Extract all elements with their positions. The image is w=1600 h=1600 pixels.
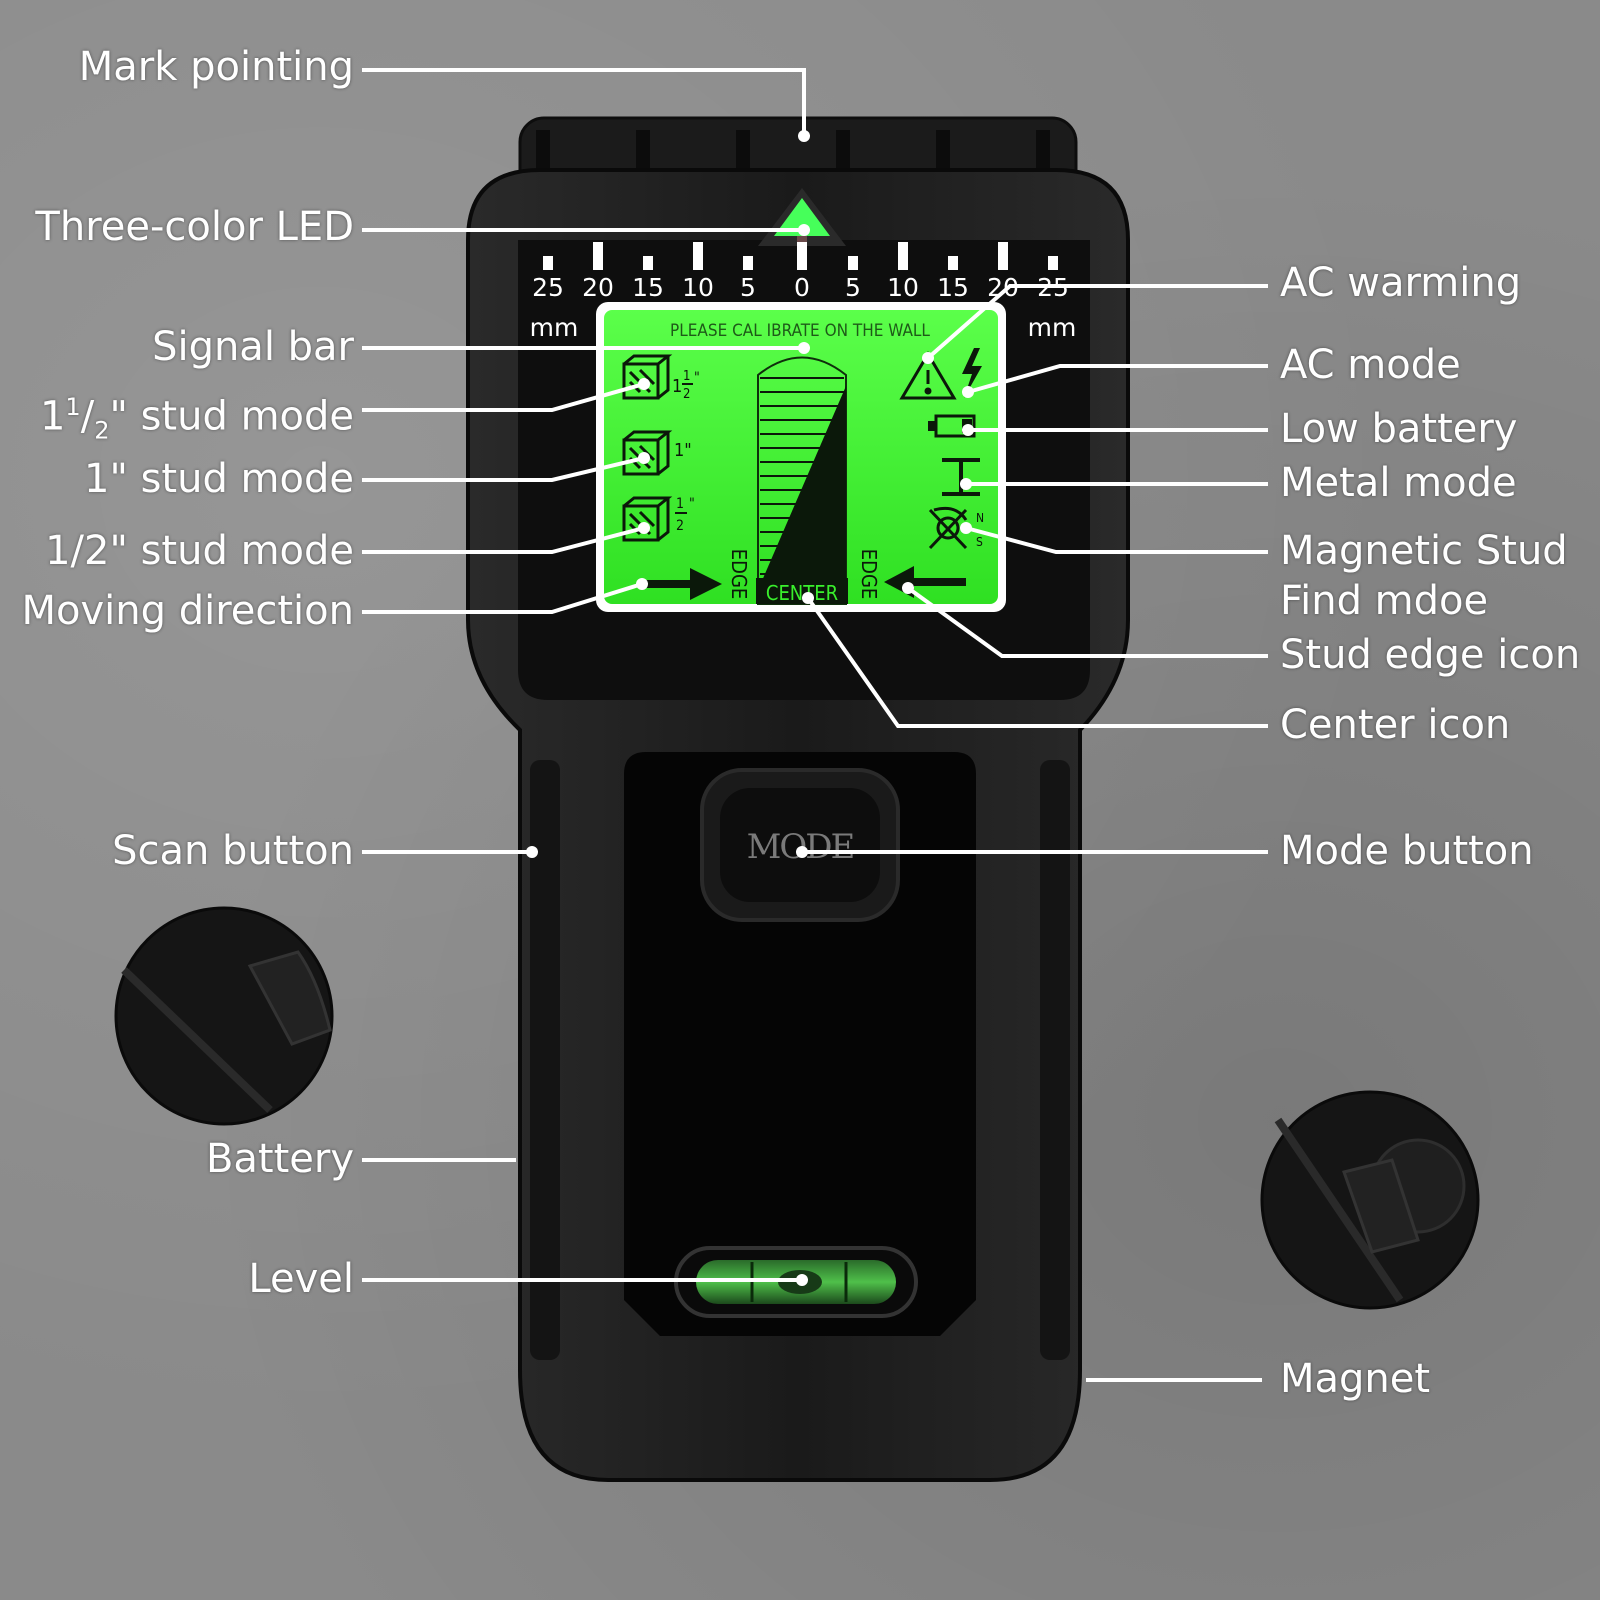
signal-bar [757, 356, 847, 605]
ruler-unit-left: mm [530, 313, 579, 342]
magnet-n-text: N [976, 511, 984, 525]
callout-stud-1-5-whole: 1 [39, 393, 66, 440]
bubble-level [674, 1246, 918, 1318]
callout-stud-1-5-slash: / [80, 393, 95, 440]
calibrate-text: PLEASE CAL IBRATE ON THE WALL [670, 321, 930, 341]
callout-ac-warming: AC warming [1280, 260, 1522, 306]
callout-stud-edge-icon: Stud edge icon [1280, 632, 1581, 678]
magnet-detail-inset [1260, 1090, 1480, 1310]
callout-stud-1: 1" stud mode [84, 456, 354, 502]
callout-low-battery: Low battery [1280, 406, 1518, 452]
ruler-tick-label: 25 [532, 273, 564, 302]
ruler-unit-right: mm [1028, 313, 1077, 342]
center-text: CENTER [766, 581, 838, 605]
callout-magnet: Magnet [1280, 1356, 1431, 1402]
callout-stud-1-5-den: 2 [94, 416, 110, 445]
callout-level: Level [248, 1256, 354, 1302]
callout-stud-1-5: 11/2" stud mode [40, 384, 354, 453]
callout-magnetic-stud-line1: Magnetic Stud [1280, 528, 1568, 574]
edge-left-text: EDGE [727, 549, 751, 600]
stud-1-5-whole: 1 [672, 376, 682, 397]
callout-stud-1-5-rest: " stud mode [109, 393, 354, 440]
battery-detail-inset [114, 906, 334, 1126]
callout-magnetic-stud-line2: Find mdoe [1280, 578, 1489, 624]
ruler-tick-label: 25 [1037, 273, 1069, 302]
ruler-tick-label: 5 [740, 273, 756, 302]
callout-stud-half: 1/2" stud mode [45, 528, 354, 574]
callout-mark-pointing: Mark pointing [78, 44, 354, 90]
callout-three-color-led: Three-color LED [35, 204, 354, 250]
callout-stud-1-5-num: 1 [65, 393, 81, 421]
stud-1-5-num: 1 [683, 369, 690, 384]
mode-button-label: MODE [747, 827, 854, 867]
callout-signal-bar: Signal bar [152, 324, 354, 370]
stud-1-5-den: 2 [683, 387, 690, 402]
moving-direction-arrow-icon [646, 568, 722, 600]
stud-half-inch: " [689, 496, 695, 512]
ruler-tick-label: 15 [632, 273, 664, 302]
callout-center-icon: Center icon [1280, 702, 1511, 748]
callout-ac-mode: AC mode [1280, 342, 1461, 388]
ruler-tick-label: 15 [937, 273, 969, 302]
ruler-tick-label: 0 [794, 273, 810, 302]
stud-half-num: 1 [676, 496, 684, 512]
three-color-led-icon [774, 198, 830, 236]
mode-button[interactable]: MODE [700, 768, 900, 922]
stud-1-5-inch: " [694, 370, 700, 386]
ruler-tick-label: 5 [845, 273, 861, 302]
magnet-s-text: S [976, 535, 983, 549]
ruler-tick-label: 10 [887, 273, 919, 302]
side-grips [530, 760, 1070, 1360]
callout-mode-button: Mode button [1280, 828, 1534, 874]
ruler-tick-label: 10 [682, 273, 714, 302]
edge-right-text: EDGE [857, 549, 881, 600]
stud-half-den: 2 [676, 518, 684, 534]
callout-battery: Battery [205, 1136, 354, 1182]
ruler-tick-label: 20 [987, 273, 1019, 302]
magnetic-stud-mode-icon [928, 506, 968, 550]
ruler-tick-label: 20 [582, 273, 614, 302]
ac-warning-icon [899, 351, 957, 400]
ruler-ticks [543, 242, 1058, 270]
lcd-screen: PLEASE CAL IBRATE ON THE WALL [596, 302, 1006, 612]
callout-metal-mode: Metal mode [1280, 460, 1517, 506]
callout-moving-direction: Moving direction [21, 588, 354, 634]
stud-1-label: 1" [674, 440, 692, 461]
callout-scan-button: Scan button [112, 828, 354, 874]
